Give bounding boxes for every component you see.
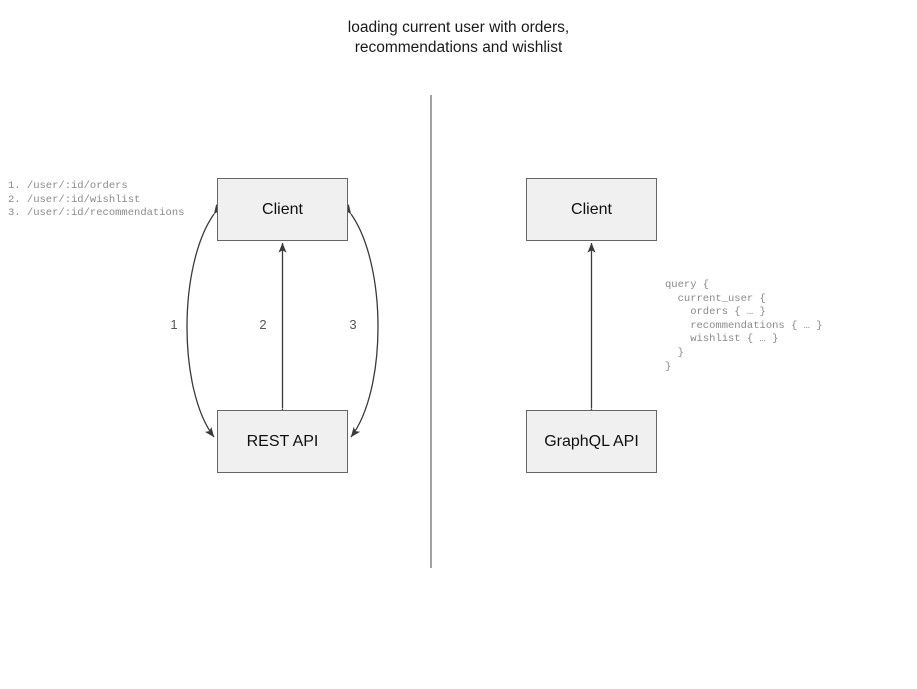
graphql-query-snippet: query { current_user { orders { … } reco… xyxy=(665,279,823,373)
rest-edge-3-recommendations xyxy=(342,203,379,438)
node-graphql-client[interactable]: Client xyxy=(526,178,657,241)
node-rest-api-label: REST API xyxy=(246,432,319,450)
node-graphql-api-label: GraphQL API xyxy=(544,432,639,450)
edge-label-2: 2 xyxy=(259,317,267,332)
edge-label-1: 1 xyxy=(170,317,178,332)
node-rest-client-label: Client xyxy=(262,200,303,218)
node-rest-api[interactable]: REST API xyxy=(217,410,348,473)
rest-endpoint-list: 1. /user/:id/orders 2. /user/:id/wishlis… xyxy=(8,180,185,220)
node-graphql-api[interactable]: GraphQL API xyxy=(526,410,657,473)
node-rest-client[interactable]: Client xyxy=(217,178,348,241)
edge-label-3: 3 xyxy=(349,317,357,332)
rest-edge-1-orders xyxy=(186,203,223,438)
node-graphql-client-label: Client xyxy=(571,200,612,218)
page-title: loading current user with orders, recomm… xyxy=(347,19,570,56)
